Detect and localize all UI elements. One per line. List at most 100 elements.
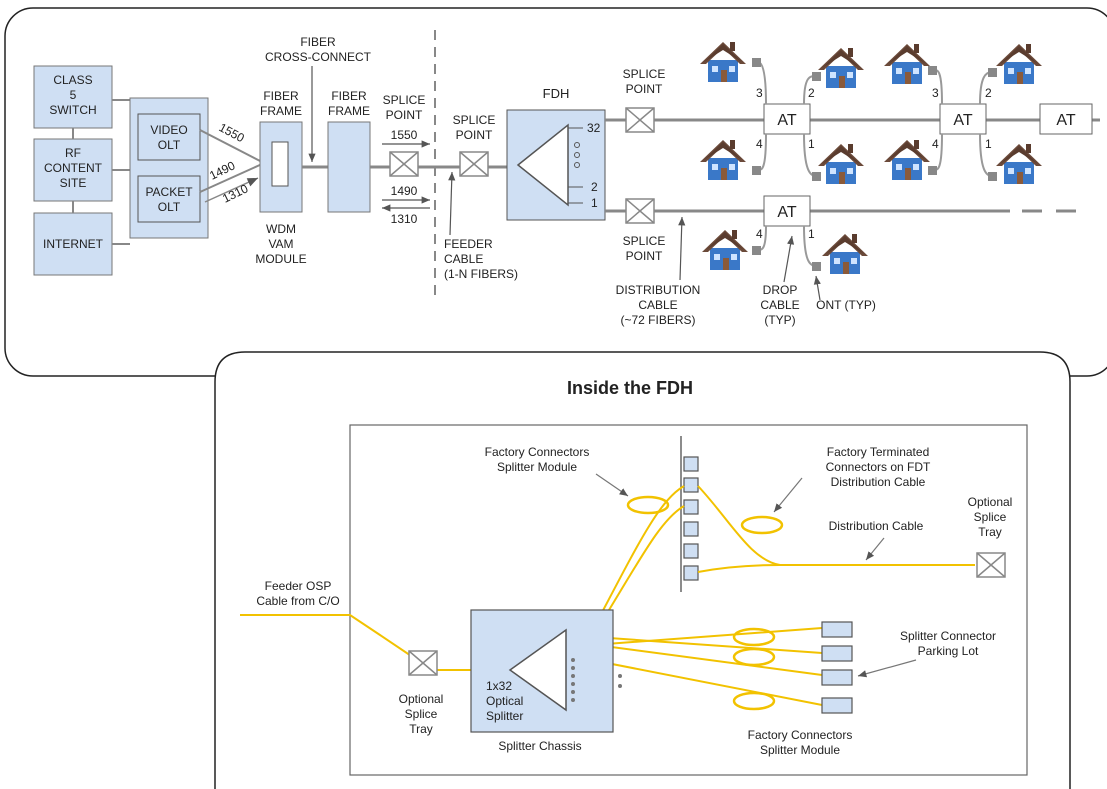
class5-label-3: SWITCH bbox=[49, 103, 96, 117]
opt-splice-right-label-2: Splice bbox=[974, 510, 1007, 524]
fiber-frame-1-label-1: FIBER bbox=[263, 89, 299, 103]
distribution-label-1: DISTRIBUTION bbox=[616, 283, 701, 297]
factory-term-label-1: Factory Terminated bbox=[827, 445, 930, 459]
feeder-label-3: (1-N FIBERS) bbox=[444, 267, 518, 281]
dist-cable-label: Distribution Cable bbox=[829, 519, 924, 533]
fiber-frame-2-label-2: FRAME bbox=[328, 104, 370, 118]
sp-1310-label: 1310 bbox=[391, 212, 418, 226]
sp-1490-label: 1490 bbox=[391, 184, 418, 198]
wdm-module bbox=[271, 141, 289, 187]
fdh-cabinet-outline bbox=[349, 424, 1028, 776]
at-box-3: AT bbox=[1039, 103, 1093, 135]
splice-point-3-label-1: SPLICE bbox=[623, 67, 666, 81]
factory-term-label-2: Connectors on FDT bbox=[826, 460, 931, 474]
opt-splice-left-label-2: Splice bbox=[405, 707, 438, 721]
splice-point-3-label-2: POINT bbox=[626, 82, 663, 96]
packet-olt-label-1: PACKET bbox=[145, 185, 193, 199]
opt-splice-right-label-1: Optional bbox=[968, 495, 1013, 509]
at2-port-1: 1 bbox=[985, 137, 992, 151]
slack-loops bbox=[626, 495, 784, 711]
rf-label-2: CONTENT bbox=[44, 161, 103, 175]
rf-label-3: SITE bbox=[60, 176, 87, 190]
splice-point-4-label-2: POINT bbox=[626, 249, 663, 263]
at1-port-4: 4 bbox=[756, 137, 763, 151]
video-olt-label-1: VIDEO bbox=[150, 123, 187, 137]
factory-connectors-top bbox=[683, 456, 699, 581]
factory-term-label-3: Distribution Cable bbox=[831, 475, 926, 489]
factory-conn-bottom-label-2: Splitter Module bbox=[760, 743, 840, 757]
drop-label-1: DROP bbox=[763, 283, 798, 297]
at-label-3: AT bbox=[1056, 112, 1075, 129]
video-olt-box bbox=[137, 113, 201, 161]
feeder-label-2: CABLE bbox=[444, 252, 483, 266]
distribution-label-2: CABLE bbox=[638, 298, 677, 312]
fiber-frame-2-label-1: FIBER bbox=[331, 89, 367, 103]
ont-label: ONT (TYP) bbox=[816, 298, 876, 312]
fiber-frame-2 bbox=[327, 121, 371, 213]
fiber-frame-1-label-2: FRAME bbox=[260, 104, 302, 118]
at2-port-2: 2 bbox=[985, 86, 992, 100]
fdh-splitter-triangle bbox=[516, 123, 569, 207]
at-label-2: AT bbox=[953, 112, 972, 129]
splice-point-2-label-2: POINT bbox=[456, 128, 493, 142]
at1-port-3: 3 bbox=[756, 86, 763, 100]
splice-point-1 bbox=[389, 151, 419, 177]
at4-port-1: 1 bbox=[808, 227, 815, 241]
class5-switch-box bbox=[33, 65, 113, 129]
port-32-label: 32 bbox=[587, 121, 601, 135]
rf-label-1: RF bbox=[65, 146, 81, 160]
at-box-4: AT bbox=[763, 195, 811, 227]
cross-connect-label-2: CROSS-CONNECT bbox=[265, 50, 372, 64]
parking-lot-connectors bbox=[821, 621, 853, 714]
port-1-label: 1 bbox=[591, 196, 598, 210]
wdm-label-1: WDM bbox=[266, 222, 296, 236]
opt-splice-left-label-1: Optional bbox=[399, 692, 444, 706]
parking-lot-label-2: Parking Lot bbox=[918, 644, 979, 658]
bottom-panel: Inside the FDH bbox=[214, 351, 1071, 789]
opt-splice-right-label-3: Tray bbox=[978, 525, 1002, 539]
packet-olt-label-2: OLT bbox=[158, 200, 181, 214]
feeder-label-1: FEEDER bbox=[444, 237, 493, 251]
at-box-2: AT bbox=[939, 103, 987, 135]
splitter-label-1: 1x32 bbox=[486, 679, 512, 693]
wdm-label-2: VAM bbox=[268, 237, 293, 251]
opt-splice-left-label-3: Tray bbox=[409, 722, 433, 736]
fdh-label: FDH bbox=[543, 86, 570, 101]
inside-fdh-title: Inside the FDH bbox=[567, 378, 693, 398]
class5-label-2: 5 bbox=[70, 88, 77, 102]
factory-conn-bottom-label-1: Factory Connectors bbox=[748, 728, 853, 742]
parking-lot-label-1: Splitter Connector bbox=[900, 629, 996, 643]
splice-point-4 bbox=[625, 198, 655, 224]
video-olt-label-2: OLT bbox=[158, 138, 181, 152]
factory-conn-top-label-1: Factory Connectors bbox=[485, 445, 590, 459]
port-2-label: 2 bbox=[591, 180, 598, 194]
at2-port-3: 3 bbox=[932, 86, 939, 100]
splice-point-4-label-1: SPLICE bbox=[623, 234, 666, 248]
splice-point-3 bbox=[625, 107, 655, 133]
at2-port-4: 4 bbox=[932, 137, 939, 151]
optional-splice-tray-left bbox=[408, 650, 438, 676]
splice-point-1-label-2: POINT bbox=[386, 108, 423, 122]
feeder-osp-label-1: Feeder OSP bbox=[265, 579, 332, 593]
splitter-label-3: Splitter bbox=[486, 709, 523, 723]
at4-port-4: 4 bbox=[756, 227, 763, 241]
at1-port-1: 1 bbox=[808, 137, 815, 151]
at-box-1: AT bbox=[763, 103, 811, 135]
at1-port-2: 2 bbox=[808, 86, 815, 100]
splitter-chassis-label: Splitter Chassis bbox=[498, 739, 581, 753]
internet-box bbox=[33, 212, 113, 276]
fiber-frame-1 bbox=[259, 121, 303, 213]
top-panel: CLASS 5 SWITCH RF CONTENT SITE INTERNET … bbox=[4, 7, 1107, 377]
optional-splice-tray-right bbox=[976, 552, 1006, 578]
sp-1550-label: 1550 bbox=[391, 128, 418, 142]
drop-label-2: CABLE bbox=[760, 298, 799, 312]
cross-connect-label-1: FIBER bbox=[300, 35, 336, 49]
at-label-4: AT bbox=[777, 204, 796, 221]
class5-label-1: CLASS bbox=[53, 73, 92, 87]
splice-point-2-label-1: SPLICE bbox=[453, 113, 496, 127]
drop-label-3: (TYP) bbox=[764, 313, 795, 327]
splice-point-2 bbox=[459, 151, 489, 177]
splitter-label-2: Optical bbox=[486, 694, 523, 708]
packet-olt-box bbox=[137, 175, 201, 223]
